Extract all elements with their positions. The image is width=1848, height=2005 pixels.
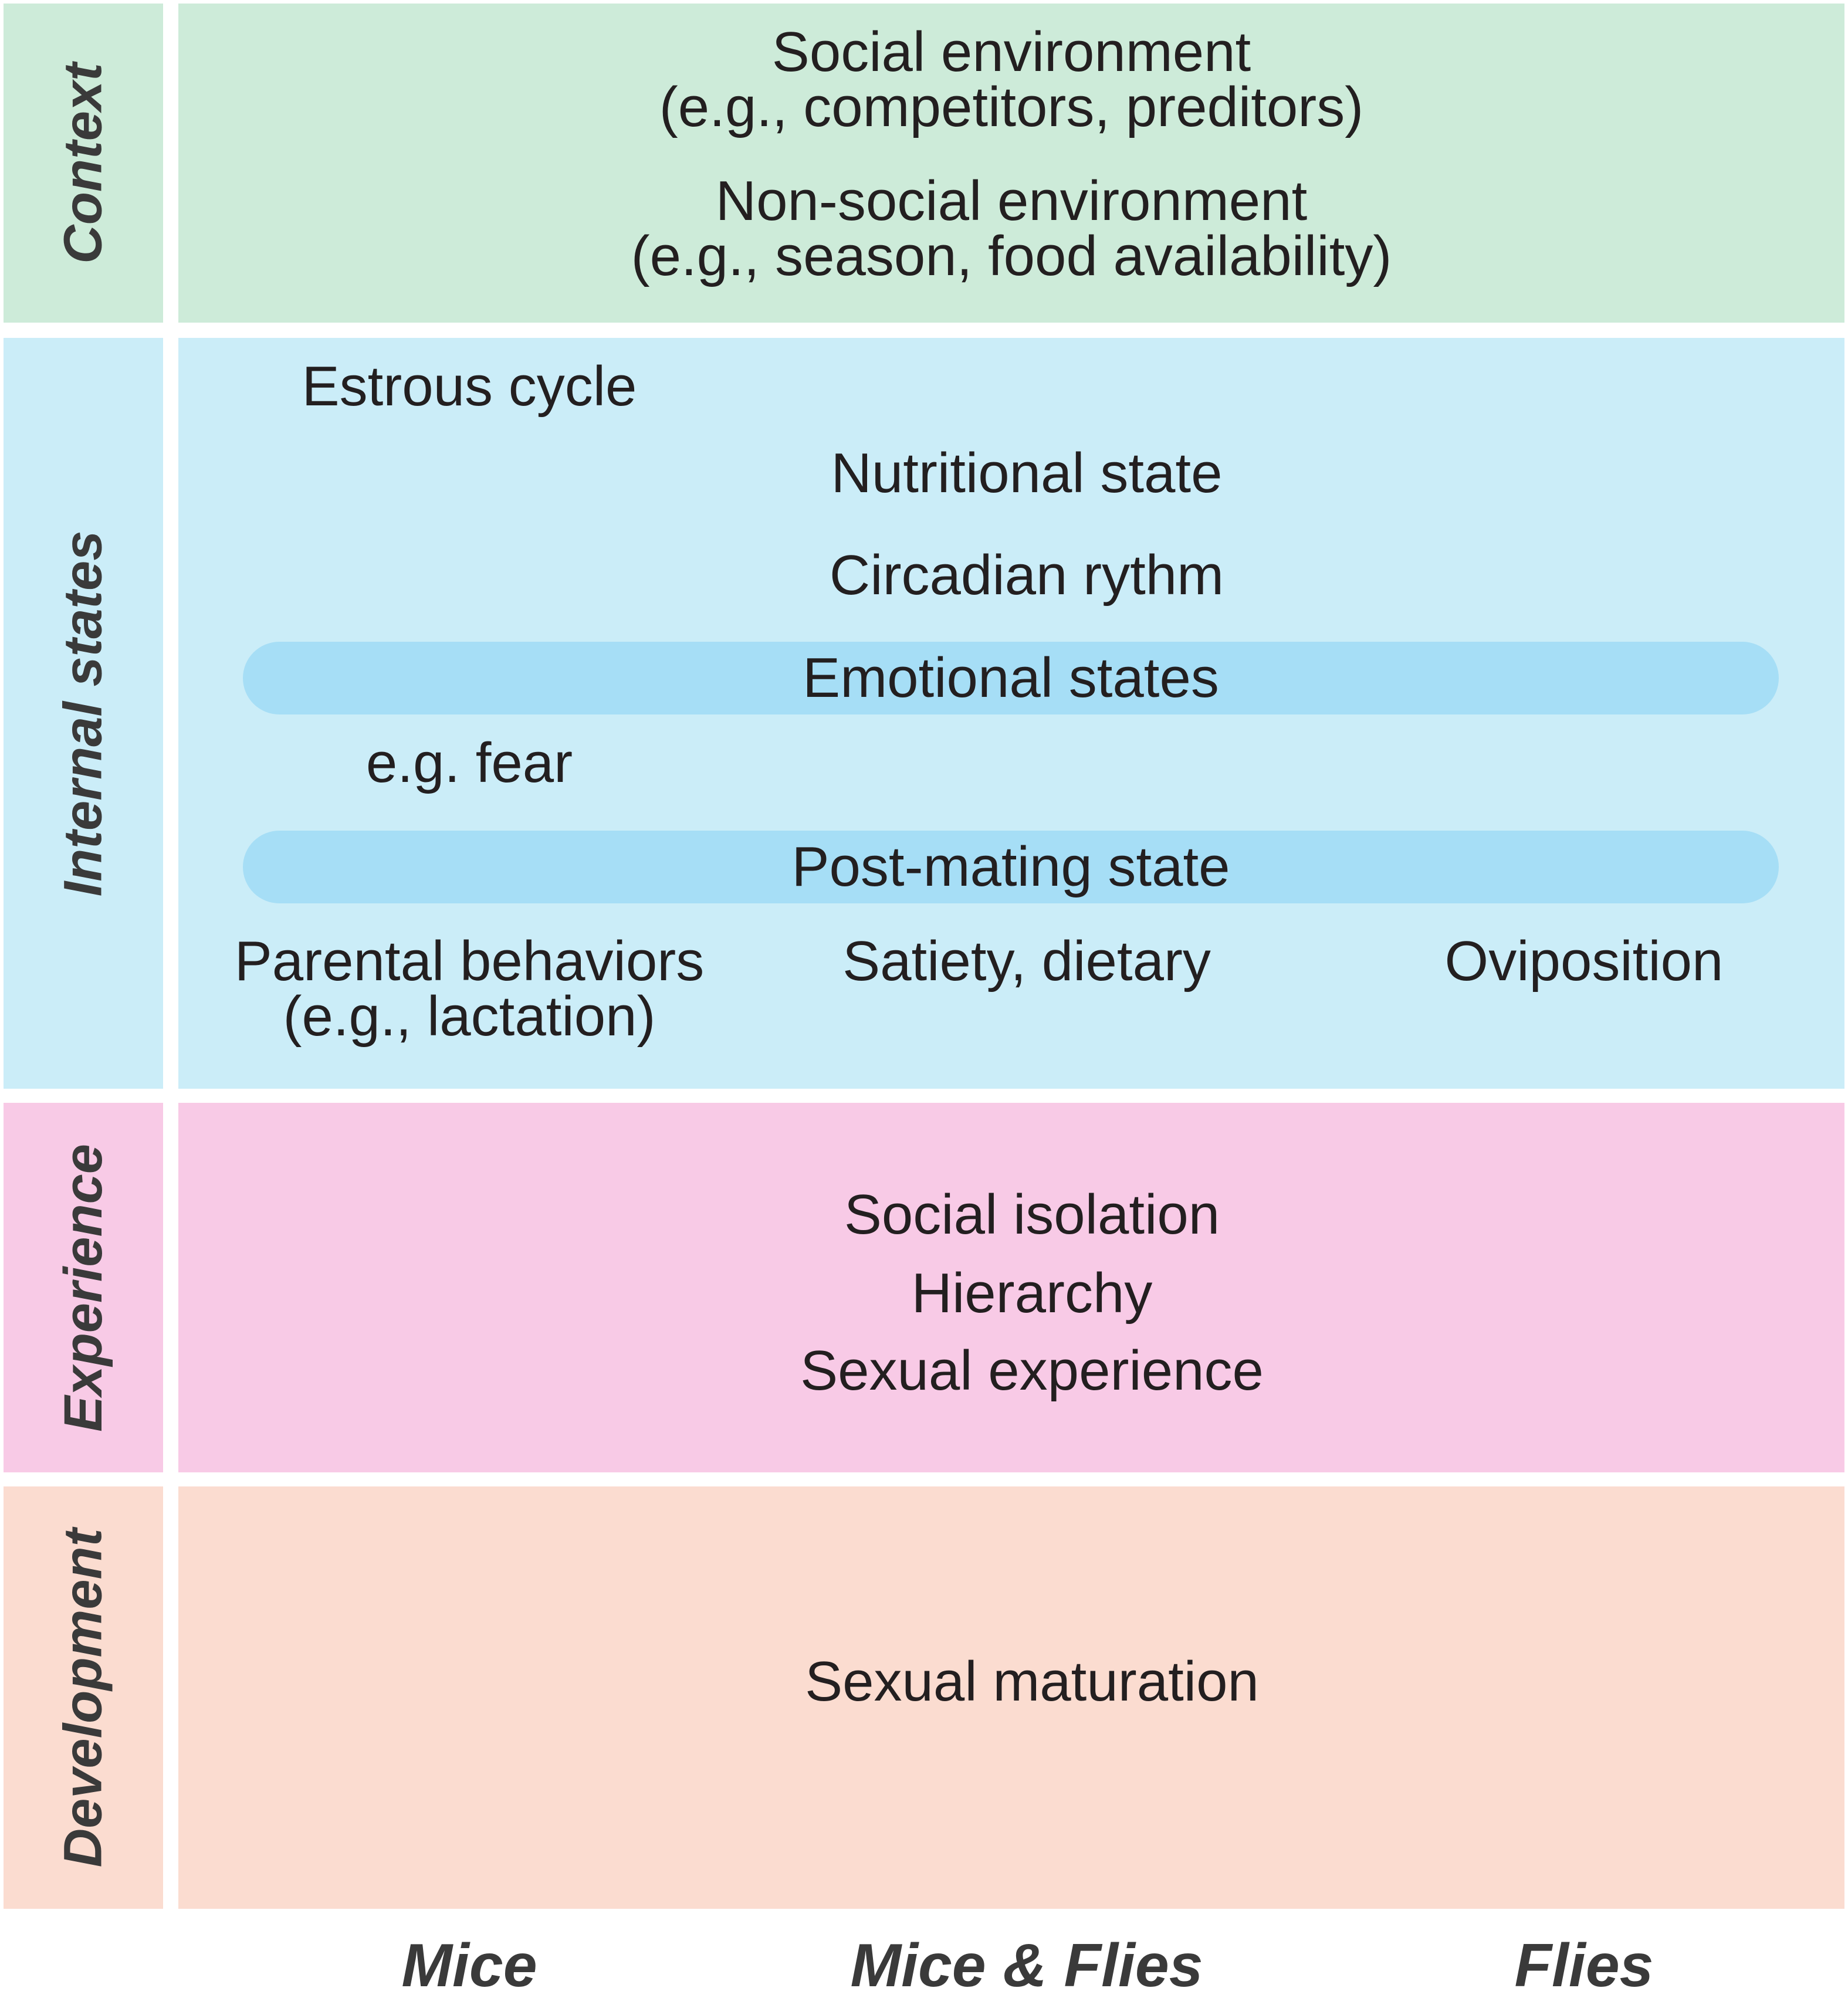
sexual-experience: Sexual experience bbox=[800, 1339, 1264, 1402]
parental-behaviors: Parental behaviors bbox=[234, 930, 705, 993]
development-content-cell bbox=[178, 1486, 1844, 1909]
development-label: Development bbox=[53, 1528, 113, 1867]
social-isolation: Social isolation bbox=[844, 1183, 1220, 1246]
column-label-mice: Mice bbox=[401, 1932, 537, 2000]
emotional-states: Emotional states bbox=[803, 646, 1219, 709]
experience-label: Experience bbox=[53, 1143, 113, 1432]
column-label-flies: Flies bbox=[1514, 1932, 1654, 2000]
emotional-example-fear: e.g. fear bbox=[365, 731, 573, 794]
oviposition: Oviposition bbox=[1444, 930, 1724, 993]
estrous-cycle: Estrous cycle bbox=[302, 355, 637, 418]
internal-label-cell: Internal states bbox=[4, 338, 163, 1089]
nutritional-state: Nutritional state bbox=[831, 442, 1223, 504]
context-nonsocial-examples: (e.g., season, food availability) bbox=[631, 225, 1392, 287]
internal-label: Internal states bbox=[53, 530, 113, 896]
context-nonsocial-environment: Non-social environment bbox=[715, 170, 1308, 232]
sexual-maturation: Sexual maturation bbox=[805, 1650, 1259, 1713]
context-content-cell bbox=[178, 4, 1844, 323]
post-mating-state-bar: Post-mating state bbox=[243, 831, 1779, 903]
context-social-environment: Social environment bbox=[771, 21, 1251, 83]
context-social-examples: (e.g., competitors, preditors) bbox=[659, 76, 1364, 138]
experience-content-cell bbox=[178, 1103, 1844, 1472]
parental-examples: (e.g., lactation) bbox=[283, 985, 656, 1048]
circadian-rhythm: Circadian rythm bbox=[829, 544, 1224, 607]
satiety-dietary: Satiety, dietary bbox=[842, 930, 1211, 993]
hierarchy: Hierarchy bbox=[911, 1262, 1153, 1325]
development-label-cell: Development bbox=[4, 1486, 163, 1909]
context-label-cell: Context bbox=[4, 4, 163, 323]
column-label-mice-and-flies: Mice & Flies bbox=[850, 1932, 1203, 2000]
context-label: Context bbox=[53, 62, 113, 264]
emotional-states-bar: Emotional states bbox=[243, 642, 1779, 714]
post-mating-state: Post-mating state bbox=[791, 835, 1230, 898]
experience-label-cell: Experience bbox=[4, 1103, 163, 1472]
